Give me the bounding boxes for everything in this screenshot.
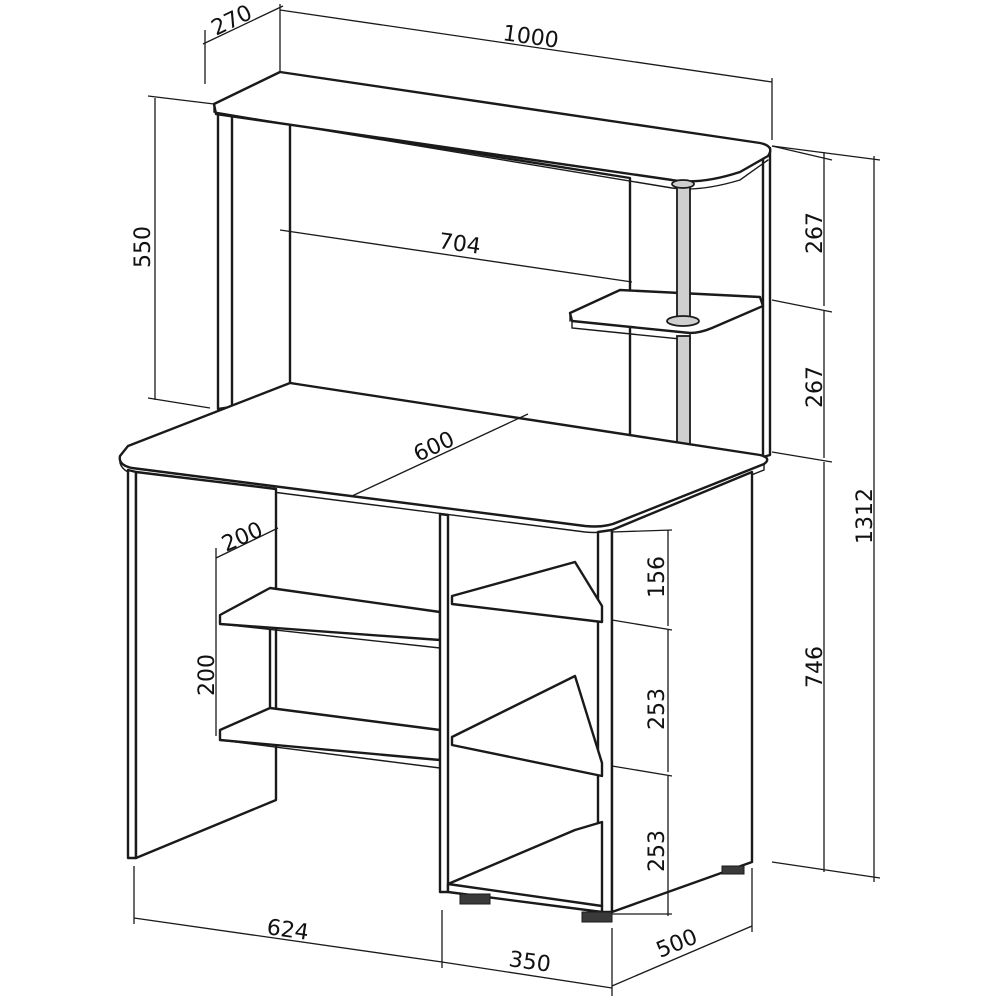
foot-back-right: [721, 865, 745, 875]
post-collar-shelf: [666, 315, 700, 327]
dim-label-cabinet-gap-bottom: 253: [645, 830, 670, 872]
dim-label-cabinet-gap-mid: 253: [645, 688, 670, 730]
dim-hutch-height: 550: [131, 95, 215, 409]
dim-label-leg-span: 624: [265, 915, 310, 946]
dim-leg-span: 624: [133, 866, 443, 963]
cabinet-shelf-2: [450, 674, 604, 778]
dim-label-desk-height: 746: [803, 646, 828, 688]
dim-label-cabinet-gap-top: 156: [645, 556, 670, 598]
dim-label-shelf-gap-lower: 267: [803, 366, 828, 408]
cabinet-bottom-edge: [446, 882, 604, 908]
left-shelf-lower-edge: [219, 739, 441, 769]
dim-label-shelf-gap-upper: 267: [803, 212, 828, 254]
desk-top-board: [118, 381, 769, 528]
dim-desk-height: 746: [803, 462, 828, 872]
post-collar-upper: [671, 179, 695, 189]
dim-hutch-inner-width: 704: [279, 229, 633, 283]
foot-front-right: [581, 911, 613, 923]
dim-label-shelf-gap-left: 200: [195, 654, 220, 696]
hutch-right-side: [761, 146, 772, 459]
dim-cabinet-gap-bottom: 253: [612, 776, 672, 916]
dim-label-total-width: 1000: [501, 21, 560, 54]
cabinet-outer-side: [610, 470, 754, 914]
cabinet-left-side: [438, 512, 450, 894]
dim-label-cabinet-width: 350: [507, 947, 552, 978]
dim-total-height: 1312: [771, 145, 881, 882]
hutch-top-thickness: [213, 103, 769, 190]
dim-label-hutch-inner-width: 704: [437, 229, 482, 260]
support-post-upper: [676, 183, 691, 325]
left-shelf-upper-edge: [219, 623, 441, 649]
foot-front-left: [459, 893, 491, 905]
dim-cabinet-gap-top: 156: [611, 529, 673, 631]
dim-shelf-gap-lower: 267: [771, 310, 833, 463]
hutch-left-side: [216, 110, 234, 411]
dim-label-total-height: 1312: [853, 488, 878, 544]
dim-shelf-gap-upper: 267: [771, 145, 833, 313]
dim-label-hutch-depth: 270: [208, 1, 257, 42]
dim-cabinet-gap-mid: 253: [611, 630, 673, 777]
dim-shelf-gap-left: 200: [195, 612, 220, 736]
dim-label-hutch-height: 550: [131, 226, 156, 268]
dim-hutch-depth: 270: [202, 1, 284, 84]
left-leg-inner: [134, 470, 278, 860]
cabinet-shelf-1: [450, 560, 604, 624]
dim-cabinet-width: 350: [441, 910, 613, 996]
